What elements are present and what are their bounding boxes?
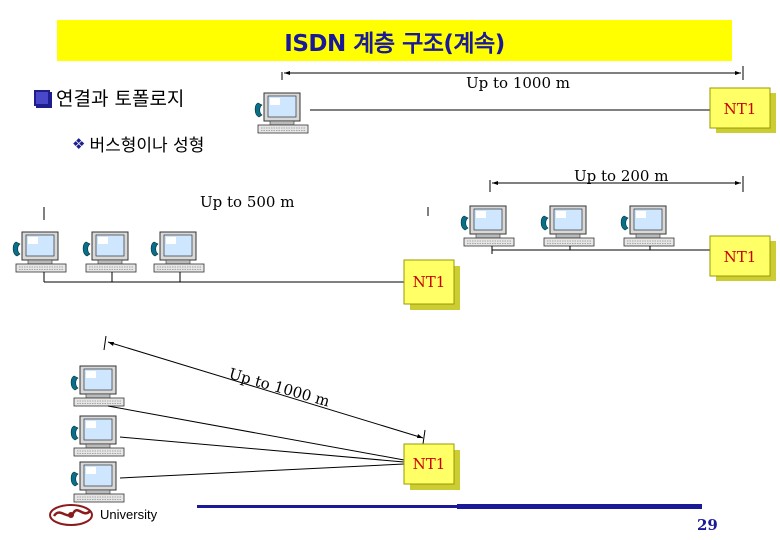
university-logo: [49, 504, 93, 526]
star-link-3: [119, 463, 405, 479]
bottom-distance-label: Up to 1000 m: [227, 365, 332, 411]
terminal-ml-2-icon: [82, 231, 137, 273]
terminal-b-2-icon: [70, 415, 125, 457]
middle-left-distance-label: Up to 500 m: [200, 193, 294, 211]
terminal-ml-1-icon: [12, 231, 67, 273]
top-dimension: Up to 1000 m: [281, 66, 744, 92]
middle-left-dimension: Up to 500 m: [43, 193, 429, 220]
terminal-top-icon: [254, 92, 309, 134]
page-number: 29: [697, 516, 718, 534]
nt1-middle-right: NT1: [709, 235, 776, 281]
bullet-level2-text: 버스형이나 성형: [89, 136, 205, 156]
star-link-2: [119, 436, 405, 463]
bullet-level2: ❖ 버스형이나 성형: [72, 131, 205, 157]
terminal-ml-3-icon: [150, 231, 205, 273]
title-bar: ISDN 계층 구조(계속): [57, 20, 732, 61]
bottom-dimension: Up to 1000 m: [103, 335, 426, 445]
terminal-mr-3-icon: [620, 205, 675, 247]
footer-divider: [197, 504, 702, 509]
bullet-level1: 연결과 토폴로지: [34, 84, 184, 111]
terminal-b-3-icon: [70, 461, 125, 503]
nt1-top-label: NT1: [724, 100, 757, 118]
diamond-bullet-icon: ❖: [72, 134, 86, 153]
square-bullet-icon: [34, 89, 50, 106]
terminal-b-1-icon: [70, 365, 125, 407]
university-name: University: [100, 507, 158, 522]
middle-right-distance-label: Up to 200 m: [574, 167, 668, 185]
nt1-middle-right-label: NT1: [724, 248, 757, 266]
nt1-bottom-label: NT1: [413, 455, 446, 473]
slide-title: ISDN 계층 구조(계속): [284, 30, 505, 57]
nt1-middle-left-label: NT1: [413, 273, 446, 291]
terminal-mr-2-icon: [540, 205, 595, 247]
middle-right-dimension: Up to 200 m: [489, 167, 744, 192]
top-distance-label: Up to 1000 m: [466, 74, 570, 92]
nt1-top: NT1: [709, 87, 776, 133]
nt1-middle-left: NT1: [403, 259, 460, 310]
nt1-bottom: NT1: [403, 443, 460, 490]
terminal-mr-1-icon: [460, 205, 515, 247]
bullet-level1-text: 연결과 토폴로지: [56, 88, 185, 110]
star-link-1: [107, 405, 405, 461]
